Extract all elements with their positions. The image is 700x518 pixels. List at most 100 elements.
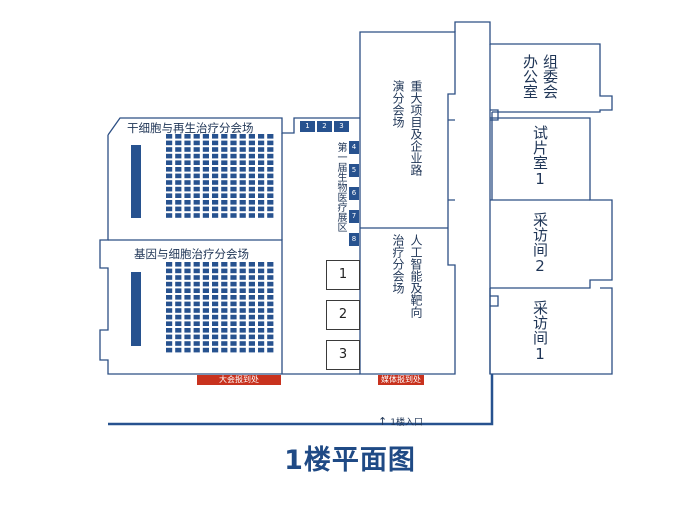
seat bbox=[202, 140, 209, 146]
seat bbox=[166, 262, 173, 267]
seat bbox=[248, 262, 255, 267]
seat bbox=[230, 193, 237, 198]
seat bbox=[239, 140, 246, 146]
seat bbox=[267, 140, 274, 146]
seat bbox=[248, 295, 255, 300]
seat bbox=[166, 200, 173, 205]
seat bbox=[193, 281, 200, 287]
seat bbox=[193, 153, 200, 159]
seat bbox=[184, 160, 191, 165]
seat bbox=[202, 193, 209, 198]
seat bbox=[166, 281, 173, 287]
seat bbox=[221, 321, 228, 326]
seat bbox=[212, 147, 219, 152]
seat bbox=[267, 180, 274, 185]
seat bbox=[193, 275, 200, 280]
seat bbox=[230, 275, 237, 280]
seat bbox=[202, 295, 209, 300]
seat bbox=[175, 347, 182, 353]
hall-label-stem-cell: 干细胞与再生治疗分会场 bbox=[127, 121, 254, 135]
seat bbox=[212, 334, 219, 340]
seat bbox=[248, 334, 255, 340]
seat bbox=[239, 288, 246, 293]
seat bbox=[267, 153, 274, 159]
page-title: 1楼平面图 bbox=[284, 445, 416, 476]
seat bbox=[267, 134, 274, 139]
seat bbox=[193, 134, 200, 139]
seat bbox=[184, 173, 191, 179]
seat-grid-stem-cell bbox=[166, 134, 274, 218]
seat bbox=[230, 180, 237, 185]
seat bbox=[239, 262, 246, 267]
seat bbox=[230, 328, 237, 333]
seat bbox=[202, 262, 209, 267]
seat bbox=[221, 206, 228, 212]
seat bbox=[239, 153, 246, 159]
seat bbox=[175, 308, 182, 313]
seat bbox=[221, 147, 228, 152]
seat bbox=[166, 213, 173, 218]
seat bbox=[258, 275, 265, 280]
seat bbox=[193, 314, 200, 320]
seat bbox=[202, 275, 209, 280]
seat bbox=[166, 153, 173, 159]
seat bbox=[193, 341, 200, 346]
seat bbox=[267, 186, 274, 192]
seat bbox=[230, 173, 237, 179]
seat bbox=[166, 167, 173, 172]
seat bbox=[258, 328, 265, 333]
seat bbox=[184, 140, 191, 146]
seat bbox=[202, 328, 209, 333]
seat bbox=[230, 268, 237, 274]
exhibit-box-1: 1 bbox=[326, 260, 360, 290]
seat bbox=[175, 140, 182, 146]
seat bbox=[239, 308, 246, 313]
seat bbox=[184, 180, 191, 185]
seat bbox=[248, 200, 255, 205]
seat bbox=[248, 301, 255, 307]
seat bbox=[230, 213, 237, 218]
seat bbox=[221, 160, 228, 165]
seat bbox=[175, 193, 182, 198]
seat bbox=[175, 173, 182, 179]
seat bbox=[193, 200, 200, 205]
seat bbox=[193, 167, 200, 172]
seat bbox=[258, 193, 265, 198]
seat bbox=[267, 160, 274, 165]
seat bbox=[230, 167, 237, 172]
seat bbox=[212, 328, 219, 333]
seat bbox=[248, 347, 255, 353]
seat bbox=[221, 153, 228, 159]
seat bbox=[184, 314, 191, 320]
seat bbox=[202, 173, 209, 179]
seat bbox=[258, 308, 265, 313]
seat bbox=[258, 281, 265, 287]
seat bbox=[221, 140, 228, 146]
seat bbox=[184, 262, 191, 267]
booth-1: 1 bbox=[300, 121, 315, 132]
seat bbox=[248, 308, 255, 313]
seat bbox=[193, 321, 200, 326]
seat bbox=[202, 134, 209, 139]
seat bbox=[202, 268, 209, 274]
seat bbox=[267, 341, 274, 346]
seat bbox=[248, 213, 255, 218]
seat bbox=[175, 341, 182, 346]
seat bbox=[184, 186, 191, 192]
seat bbox=[212, 140, 219, 146]
seat bbox=[221, 334, 228, 340]
seat bbox=[239, 328, 246, 333]
seat bbox=[212, 295, 219, 300]
seat bbox=[166, 180, 173, 185]
seat bbox=[184, 334, 191, 340]
seat bbox=[184, 268, 191, 274]
entrance-label: 1楼入口 bbox=[390, 418, 423, 428]
seat bbox=[184, 328, 191, 333]
seat bbox=[166, 160, 173, 165]
seat bbox=[175, 167, 182, 172]
booth-5: 5 bbox=[349, 164, 359, 177]
seat bbox=[258, 167, 265, 172]
seat bbox=[212, 167, 219, 172]
seat bbox=[221, 281, 228, 287]
seat bbox=[221, 200, 228, 205]
